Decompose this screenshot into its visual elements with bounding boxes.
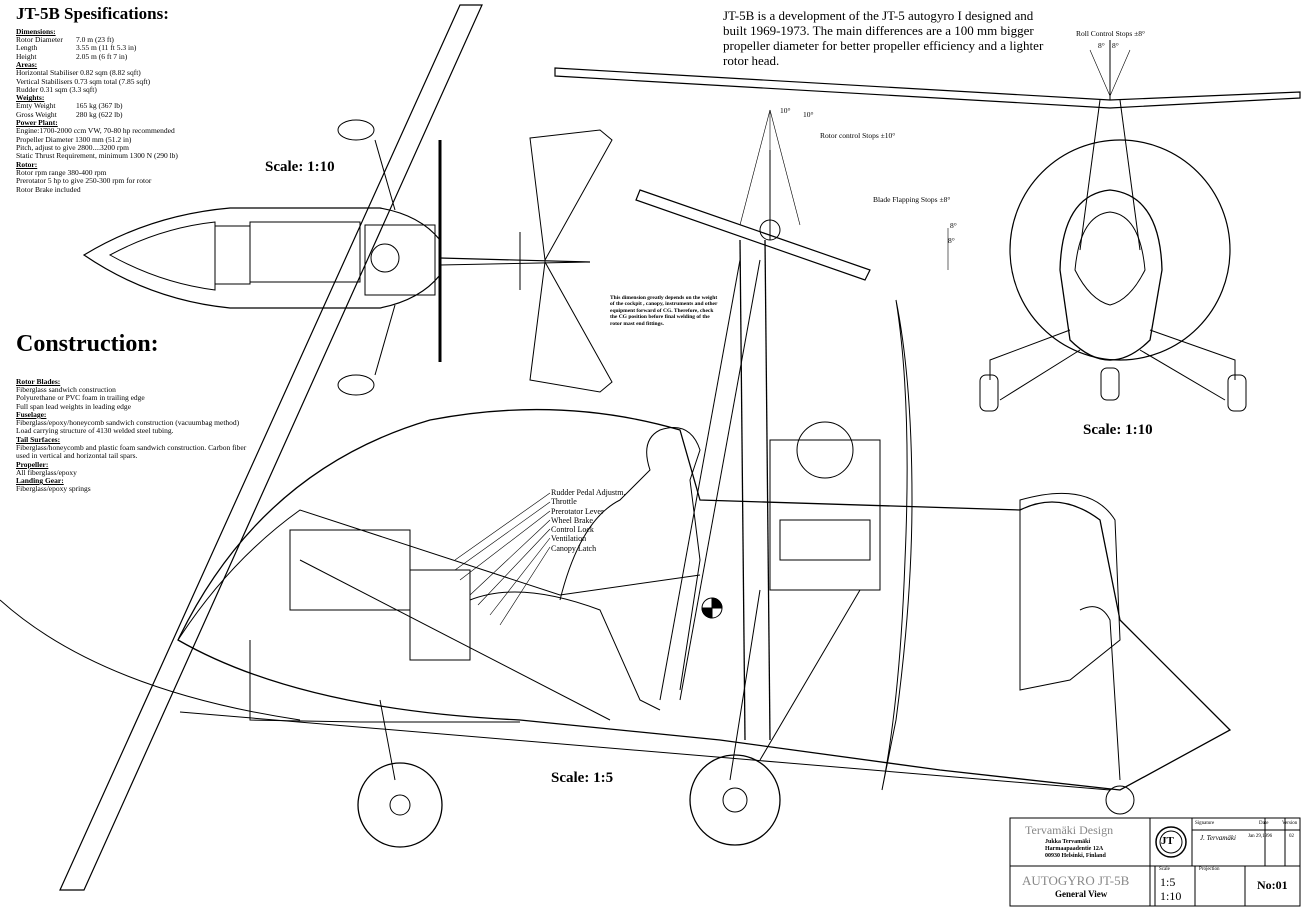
top-view bbox=[59, 4, 613, 891]
spec-row: Static Thrust Requirement, minimum 1300 … bbox=[16, 151, 178, 161]
spec-row: Emty Weight 165 kg (367 lb) bbox=[16, 101, 316, 111]
scale-value-1: 1:5 bbox=[1160, 875, 1176, 889]
control-label: Canopy Latch bbox=[551, 543, 597, 553]
construction-row: Fiberglass sandwich construction bbox=[16, 384, 116, 394]
spec-key: Emty Weight bbox=[16, 101, 56, 111]
designer-address: Jukka Tervamäki Harmaapaadentie 12A 0093… bbox=[1045, 839, 1106, 860]
section-heading-fuselage: Fuselage: bbox=[16, 410, 47, 420]
section-heading-power-plant: Power Plant: bbox=[16, 118, 58, 128]
spec-value: 280 kg (622 lb) bbox=[76, 109, 123, 119]
spec-key: Gross Weight bbox=[16, 109, 57, 119]
construction-panel: Construction: Rotor Blades: Fiberglass s… bbox=[16, 311, 316, 493]
scale-label-front-view: Scale: 1:10 bbox=[1083, 422, 1153, 438]
construction-title: Construction: bbox=[16, 330, 159, 357]
date-value: Jan 29,1996 bbox=[1248, 834, 1273, 839]
construction-row: All fiberglass/epoxy bbox=[16, 467, 77, 477]
angle-label: 8° bbox=[1098, 41, 1105, 50]
intro-paragraph: JT-5B is a development of the JT-5 autog… bbox=[723, 8, 1044, 68]
section-heading-rotor-blades: Rotor Blades: bbox=[16, 376, 61, 386]
spec-row: Engine:1700-2000 ccm VW, 70-80 hp recomm… bbox=[16, 126, 175, 136]
section-heading-landing-gear: Landing Gear: bbox=[16, 476, 64, 486]
control-label: Rudder Pedal Adjustm. bbox=[551, 488, 626, 497]
scale-field-label: Scale bbox=[1159, 867, 1170, 872]
rotor-stop-dimensions bbox=[739, 49, 1131, 270]
angle-label: 8° bbox=[950, 221, 957, 230]
designer-name: Jukka Tervamäki bbox=[1045, 839, 1091, 845]
spec-row: Propeller Diameter 1300 mm (51.2 in) bbox=[16, 134, 132, 144]
address-street: Harmaapaadentie 12A bbox=[1045, 846, 1104, 852]
side-view bbox=[0, 150, 1232, 848]
projection-label: Projection bbox=[1199, 867, 1220, 872]
construction-row: Full span lead weights in leading edge bbox=[16, 401, 131, 411]
control-label: Throttle bbox=[551, 497, 577, 507]
scale-label-top-view: Scale: 1:10 bbox=[265, 159, 335, 175]
specs-title: JT-5B Spesifications: bbox=[16, 4, 169, 23]
section-heading-dimensions: Dimensions: bbox=[16, 27, 56, 36]
control-label: Control Lock bbox=[551, 525, 594, 535]
cockpit-controls-list: Rudder Pedal Adjustm. Throttle Prerotato… bbox=[551, 488, 625, 553]
construction-row: Polyurethane or PVC foam in trailing edg… bbox=[16, 393, 145, 403]
spec-key: Rotor Diameter bbox=[16, 35, 63, 44]
construction-row: Fiberglass/epoxy/honeycomb sandwich cons… bbox=[16, 418, 240, 428]
section-heading-areas: Areas: bbox=[16, 60, 38, 70]
version-value: 02 bbox=[1289, 834, 1294, 839]
jt-logo: JT bbox=[1161, 835, 1174, 847]
angle-label: 8° bbox=[1112, 41, 1119, 50]
spec-value: 2.05 m (6 ft 7 in) bbox=[76, 51, 128, 61]
spec-row: Horizontal Stabiliser 0.82 sqm (8.82 sqf… bbox=[16, 68, 141, 78]
spec-value: 7.0 m (23 ft) bbox=[76, 35, 114, 44]
title-block-frame bbox=[1009, 817, 1301, 907]
control-label: Wheel Brake bbox=[551, 515, 593, 525]
spec-row: Gross Weight 280 kg (622 lb) bbox=[16, 109, 316, 119]
roll-control-stops-label: Roll Control Stops ±8° bbox=[1076, 29, 1146, 38]
spec-row: Rotor Diameter 7.0 m (23 ft) bbox=[16, 35, 316, 44]
section-heading-propeller: Propeller: bbox=[16, 459, 49, 469]
spec-value: 3.55 m (11 ft 5.3 in) bbox=[76, 43, 137, 53]
address-city: 00930 Helsinki, Finland bbox=[1045, 853, 1106, 859]
construction-row: Load carrying structure of 4130 welded s… bbox=[16, 426, 174, 436]
cg-note: This dimension greatly depends on the we… bbox=[610, 295, 718, 327]
spec-row: Vertical Stabilisers 0.73 sqm total (7.8… bbox=[16, 76, 151, 86]
signature: J. Tervamäki bbox=[1200, 834, 1236, 842]
angle-label: 10° bbox=[803, 110, 814, 119]
drawing-subtitle: General View bbox=[1055, 889, 1108, 899]
control-leaders bbox=[454, 492, 551, 626]
blade-flapping-stops-label: Blade Flapping Stops ±8° bbox=[873, 195, 951, 204]
spec-row: Prerotator 5 hp to give 250-300 rpm for … bbox=[16, 176, 152, 186]
spec-row: Length 3.55 m (11 ft 5.3 in) bbox=[16, 43, 316, 53]
section-heading-tail-surfaces: Tail Surfaces: bbox=[16, 434, 61, 444]
drawing-title: AUTOGYRO JT-5B bbox=[1022, 873, 1130, 888]
spec-row: Rotor Brake included bbox=[16, 184, 81, 194]
spec-row: Rudder 0.31 sqm (3.3 sqft) bbox=[16, 85, 97, 95]
construction-row: Fiberglass/honeycomb and plastic foam sa… bbox=[16, 442, 247, 452]
spec-row: Height 2.05 m (6 ft 7 in) bbox=[16, 51, 316, 61]
spec-row: Pitch, adjust to give 2800....3200 rpm bbox=[16, 143, 129, 153]
sheet-number: No:01 bbox=[1257, 878, 1288, 892]
control-label: Prerotator Lever bbox=[551, 506, 604, 516]
version-label: Version bbox=[1282, 821, 1298, 826]
angle-label: 10° bbox=[780, 106, 791, 115]
specifications-panel: JT-5B Spesifications: Dimensions: Rotor … bbox=[16, 4, 316, 194]
control-label: Ventilation bbox=[551, 534, 587, 544]
date-label: Date bbox=[1259, 821, 1269, 826]
rotor-control-stops-label: Rotor control Stops ±10° bbox=[820, 131, 896, 140]
signature-label: Signature bbox=[1195, 821, 1215, 826]
section-heading-rotor: Rotor: bbox=[16, 159, 38, 169]
section-heading-weights: Weights: bbox=[16, 93, 45, 103]
spec-value: 165 kg (367 lb) bbox=[76, 101, 123, 111]
spec-key: Height bbox=[16, 51, 37, 61]
spec-key: Length bbox=[16, 43, 38, 53]
company-name: Tervamäki Design bbox=[1025, 823, 1114, 837]
construction-row: Fiberglass/epoxy springs bbox=[16, 484, 91, 494]
angle-label: 8° bbox=[948, 236, 955, 245]
scale-label-side-view: Scale: 1:5 bbox=[551, 770, 614, 786]
construction-row: used in vertical and horizontal tail spa… bbox=[16, 451, 138, 461]
front-view bbox=[554, 40, 1301, 412]
spec-row: Rotor rpm range 380-400 rpm bbox=[16, 167, 107, 177]
scale-value-2: 1:10 bbox=[1160, 889, 1182, 903]
